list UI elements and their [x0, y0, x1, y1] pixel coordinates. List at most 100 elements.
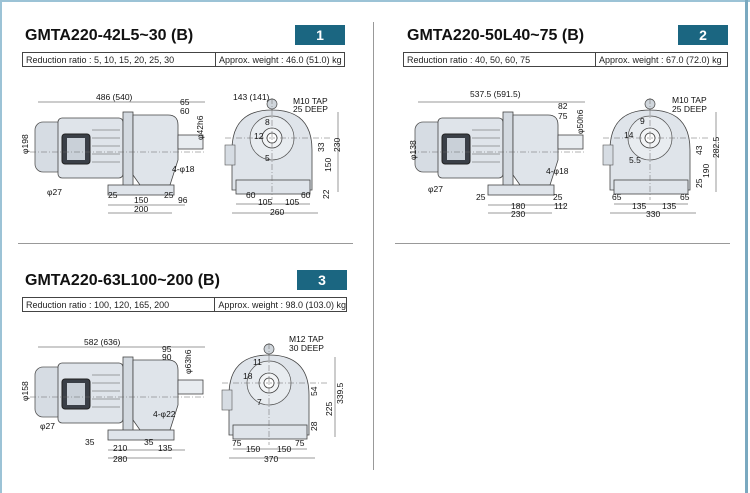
dim: 25 [694, 178, 704, 188]
dim: φ198 [20, 134, 30, 154]
dim: 135 [632, 201, 647, 211]
panel-2-info-table: Reduction ratio : 40, 50, 60, 75 Approx.… [403, 52, 728, 67]
dim: 225 [324, 401, 334, 416]
dim: 5.5 [629, 155, 641, 165]
panel-1-info-table: Reduction ratio : 5, 10, 15, 20, 25, 30 … [22, 52, 345, 67]
dim: φ138 [408, 140, 418, 160]
panel-3-title: GMTA220-63L100~200 (B) [25, 272, 220, 289]
dim: φ63h6 [183, 349, 193, 374]
dim: M12 TAP [289, 334, 324, 344]
dim: φ27 [40, 421, 55, 431]
dim: 150 [323, 157, 333, 172]
reduction-ratio: Reduction ratio : 5, 10, 15, 20, 25, 30 [23, 53, 216, 66]
dim: M10 TAP [293, 96, 328, 106]
approx-weight: Approx. weight : 98.0 (103.0) kg [218, 300, 346, 310]
dim: 105 [258, 197, 273, 207]
side-view-3 [29, 346, 206, 459]
dim: 75 [295, 438, 305, 448]
dim: 150 [134, 195, 149, 205]
dim: 582 (636) [84, 337, 121, 347]
dim: 22 [321, 189, 331, 199]
page-frame-left [0, 0, 2, 493]
dim: 96 [178, 195, 188, 205]
dim: φ50h6 [575, 109, 585, 134]
dim: 60 [301, 190, 311, 200]
dim: 180 [511, 201, 526, 211]
panel-1-title: GMTA220-42L5~30 (B) [25, 27, 194, 44]
dim: 282.5 [711, 136, 721, 158]
reduction-ratio: Reduction ratio : 40, 50, 60, 75 [404, 53, 596, 66]
dim: 330 [646, 209, 661, 219]
dim: 65 [612, 192, 622, 202]
dim: 5 [265, 153, 270, 163]
dim: 280 [113, 454, 128, 464]
dim: M10 TAP [672, 95, 707, 105]
dim: 54 [309, 386, 319, 396]
dim: 25 [108, 190, 118, 200]
dim: 135 [662, 201, 677, 211]
dim: 143 (141) [233, 92, 270, 102]
page-frame-top [0, 0, 750, 2]
dim: φ158 [20, 381, 30, 401]
dim: 200 [134, 204, 149, 214]
dim: 35 [144, 437, 154, 447]
dim: φ27 [428, 184, 443, 194]
panel-3-number-badge: 3 [297, 270, 347, 290]
vertical-divider [373, 22, 374, 470]
dim: 150 [246, 444, 261, 454]
dim: 60 [246, 190, 256, 200]
dim: 11 [253, 357, 262, 367]
dim: 33 [316, 142, 326, 152]
horizontal-divider-right [395, 243, 730, 244]
dim: 25 DEEP [293, 104, 328, 114]
dim: 30 DEEP [289, 343, 324, 353]
dim: 90 [162, 352, 172, 362]
dim: 65 [680, 192, 690, 202]
dim: 4-φ18 [172, 164, 195, 174]
panel-3-info-table: Reduction ratio : 100, 120, 165, 200 App… [22, 297, 347, 312]
dim: 28 [309, 421, 319, 431]
dim: 135 [158, 443, 173, 453]
dim: 4-φ18 [546, 166, 569, 176]
dim: 25 [476, 192, 486, 202]
dim: 112 [554, 201, 568, 211]
dim: 486 (540) [96, 92, 133, 102]
dim: 260 [270, 207, 285, 217]
dim: 190 [701, 163, 711, 178]
reduction-ratio: Reduction ratio : 100, 120, 165, 200 [23, 298, 216, 311]
dim: 339.5 [335, 382, 345, 404]
dim: 25 [164, 190, 174, 200]
panel-2-number-badge: 2 [678, 25, 728, 45]
dim: 105 [285, 197, 300, 207]
dim: 60 [180, 106, 190, 116]
dim: 25 [553, 192, 563, 202]
dim: φ27 [47, 187, 62, 197]
dim: 43 [694, 145, 704, 155]
page-frame-right [745, 0, 748, 493]
dim: 210 [113, 443, 128, 453]
panel-1-number-badge: 1 [295, 25, 345, 45]
dim: 18 [243, 371, 253, 381]
dim: 75 [558, 111, 568, 121]
panel-2-title: GMTA220-50L40~75 (B) [407, 27, 585, 44]
dim: 7 [257, 397, 262, 407]
dim: 95 [162, 344, 172, 354]
dim: 537.5 (591.5) [470, 89, 521, 99]
dim: 150 [277, 444, 292, 454]
dim: 65 [180, 97, 190, 107]
dim: 8 [265, 117, 270, 127]
dim: 75 [232, 438, 242, 448]
dim: 12 [254, 131, 264, 141]
dim: 230 [332, 137, 342, 152]
dim: 82 [558, 101, 568, 111]
approx-weight: Approx. weight : 46.0 (51.0) kg [219, 55, 342, 65]
horizontal-divider-left [18, 243, 353, 244]
dim: 35 [85, 437, 95, 447]
dim: 230 [511, 209, 526, 219]
approx-weight: Approx. weight : 67.0 (72.0) kg [599, 55, 722, 65]
dim: 9 [640, 116, 645, 126]
dim: 14 [624, 130, 634, 140]
dim: 25 DEEP [672, 104, 707, 114]
dim: 4-φ22 [153, 409, 176, 419]
